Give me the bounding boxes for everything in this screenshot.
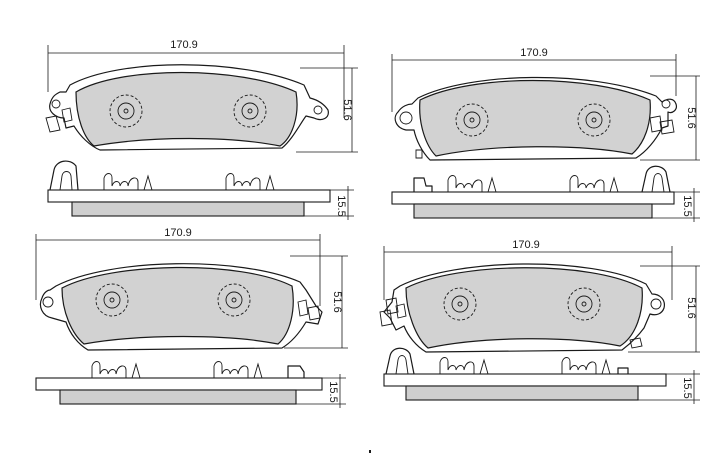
thickness-dimension: 15.5 <box>327 381 339 402</box>
pad-face-view-3 <box>39 263 323 351</box>
pad-side-view-3 <box>35 361 323 405</box>
height-dimension: 51.6 <box>331 291 343 312</box>
pad-face-view-4 <box>379 263 665 353</box>
width-dimension: 170.9 <box>520 47 548 59</box>
height-dimension: 51.6 <box>341 99 353 120</box>
stray-mark <box>369 450 371 453</box>
height-dimension: 51.6 <box>685 107 697 128</box>
width-dimension: 170.9 <box>164 227 192 239</box>
pad-face-view-2 <box>394 76 677 161</box>
pad-side-view-2 <box>391 165 675 219</box>
pad-side-view-4 <box>383 347 667 401</box>
thickness-dimension: 15.5 <box>681 195 693 216</box>
width-dimension: 170.9 <box>170 39 198 51</box>
height-dimension: 51.6 <box>685 297 697 318</box>
width-dimension: 170.9 <box>512 239 540 251</box>
pad-view-3: 170.9 51.6 15.5 <box>35 227 348 408</box>
pad-face-view-1 <box>45 64 329 151</box>
pad-view-1: 170.9 51.6 15.5 <box>45 39 358 220</box>
thickness-dimension: 15.5 <box>681 377 693 398</box>
pad-view-4: 170.9 51.6 15.5 <box>379 239 700 404</box>
pad-side-view-1 <box>47 160 331 217</box>
pad-view-2: 170.9 51.6 15.5 <box>391 47 700 222</box>
thickness-dimension: 15.5 <box>335 195 347 216</box>
